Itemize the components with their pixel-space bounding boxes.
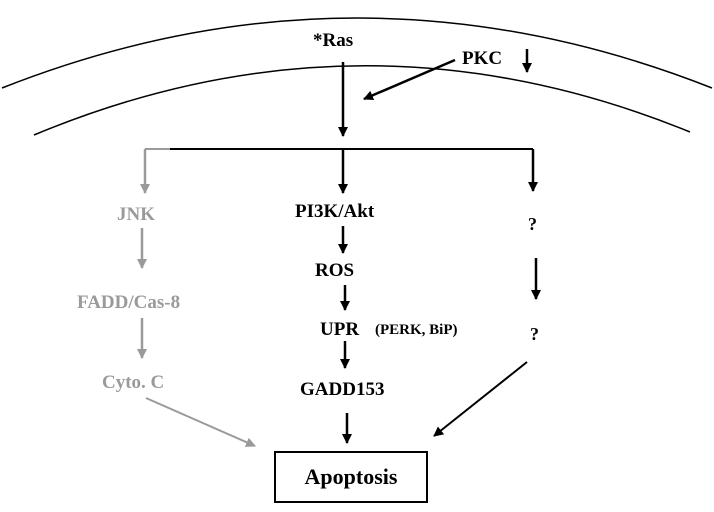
pkc-arrow xyxy=(363,58,456,101)
inner-membrane-arc xyxy=(33,65,691,136)
ras-label: *Ras xyxy=(313,30,354,51)
unknown-factor-2-label: ? xyxy=(530,324,539,344)
ros-label: ROS xyxy=(315,260,355,281)
pkc-label: PKC xyxy=(462,48,503,69)
cyto-c-label: Cyto. C xyxy=(102,372,165,393)
unknown2-to-apoptosis-arrow xyxy=(433,361,528,437)
apoptosis-label: Apoptosis xyxy=(304,464,398,489)
upr-label: UPR xyxy=(320,319,360,340)
outer-membrane-arc xyxy=(1,17,713,89)
gadd153-label: GADD153 xyxy=(300,379,385,400)
jnk-label: JNK xyxy=(117,204,155,225)
pi3k-akt-label: PI3K/Akt xyxy=(295,201,375,222)
apoptosis-box: Apoptosis xyxy=(274,451,428,503)
fadd-cas8-label: FADD/Cas-8 xyxy=(77,292,181,313)
upr-detail-label: (PERK, BiP) xyxy=(375,322,458,338)
cyto-to-apoptosis-arrow xyxy=(145,397,256,447)
unknown-factor-1-label: ? xyxy=(528,214,537,234)
